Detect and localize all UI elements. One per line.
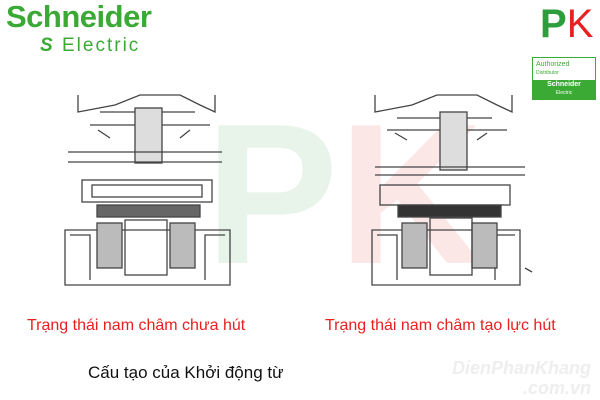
caption-released: Trạng thái nam châm chưa hút <box>27 317 246 334</box>
contactor-diagram-energized <box>371 94 533 286</box>
page-title: Cấu tạo của Khởi động từ <box>88 363 284 382</box>
contactor-diagram-released <box>64 94 231 286</box>
badge-line1: Authorized <box>536 61 570 68</box>
caption-energized: Trạng thái nam châm tạo lực hút <box>325 317 556 334</box>
pk-logo: PK <box>540 2 594 46</box>
schneider-logo: Schneider <box>6 0 152 34</box>
badge-line2: Distributor <box>536 70 559 76</box>
site-watermark: DienPhanKhang.com.vn <box>452 358 592 398</box>
schneider-mark-icon: S <box>40 35 53 56</box>
schneider-logo-sub: Electric <box>62 35 141 56</box>
